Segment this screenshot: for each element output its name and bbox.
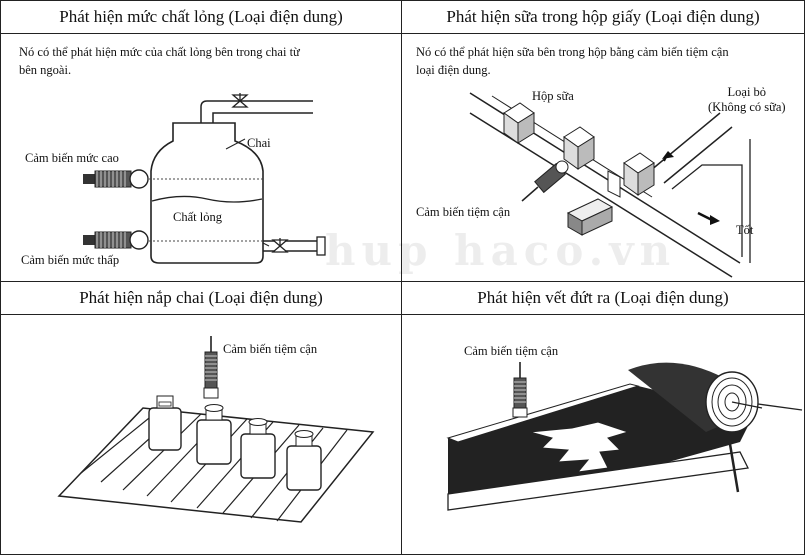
panel-title: Phát hiện nắp chai (Loại điện dung) (1, 282, 401, 315)
panel-tear-detection: Phát hiện vết đứt ra (Loại điện dung) (401, 281, 805, 555)
bottle-icon (240, 418, 276, 479)
bottle-icon (148, 395, 182, 451)
proximity-sensor-icon (203, 336, 219, 399)
panel-description: Nó có thể phát hiện mức của chất lỏng bê… (19, 45, 300, 77)
proximity-sensor-icon (512, 362, 528, 418)
roller-icon (628, 362, 803, 493)
bottle-cap-illustration (57, 336, 375, 523)
panel-milk-box: Phát hiện sữa trong hộp giấy (Loại điện … (401, 0, 805, 282)
panel-title: Phát hiện vết đứt ra (Loại điện dung) (402, 282, 804, 315)
high-level-sensor-icon (83, 169, 149, 189)
panel-bottle-cap: Phát hiện nắp chai (Loại điện dung) (0, 281, 402, 555)
label-milk-box: Hộp sữa (532, 89, 574, 103)
low-level-sensor-icon (83, 230, 149, 250)
label-bottle: Chai (247, 136, 271, 150)
arrow-right-icon (710, 215, 720, 225)
panel-title: Phát hiện sữa trong hộp giấy (Loại điện … (402, 1, 804, 34)
label-proximity-sensor: Cảm biến tiệm cận (464, 344, 559, 358)
bottle-shape (150, 122, 264, 264)
panel-description: Nó có thể phát hiện sữa bên trong hộp bằ… (416, 45, 729, 77)
label-proximity-sensor: Cảm biến tiệm cận (416, 205, 511, 219)
bottle-icon (196, 404, 232, 465)
panel-liquid-level: Phát hiện mức chất lỏng (Loại điện dung)… (0, 0, 402, 282)
label-low-sensor: Cảm biến mức thấp (21, 253, 120, 267)
tear-detection-illustration (446, 362, 803, 511)
bottle-icon (286, 430, 322, 491)
panel-title: Phát hiện mức chất lỏng (Loại điện dung) (1, 1, 401, 34)
proximity-sensor-icon (521, 160, 569, 202)
milk-box-icon (563, 126, 595, 170)
label-high-sensor: Cảm biến mức cao (25, 151, 119, 165)
label-proximity-sensor: Cảm biến tiệm cận (223, 342, 318, 356)
label-liquid: Chất lỏng (173, 210, 222, 224)
amplifier-icon (566, 198, 614, 236)
label-reject: Loại bỏ (Không có sữa) (708, 85, 786, 114)
liquid-level-illustration (83, 93, 326, 264)
watermark: hup haco.vn (325, 226, 677, 275)
milk-box-icon (503, 102, 535, 144)
milk-conveyor-illustration (469, 92, 751, 278)
label-good: Tốt (736, 223, 754, 237)
milk-box-icon (623, 152, 655, 196)
